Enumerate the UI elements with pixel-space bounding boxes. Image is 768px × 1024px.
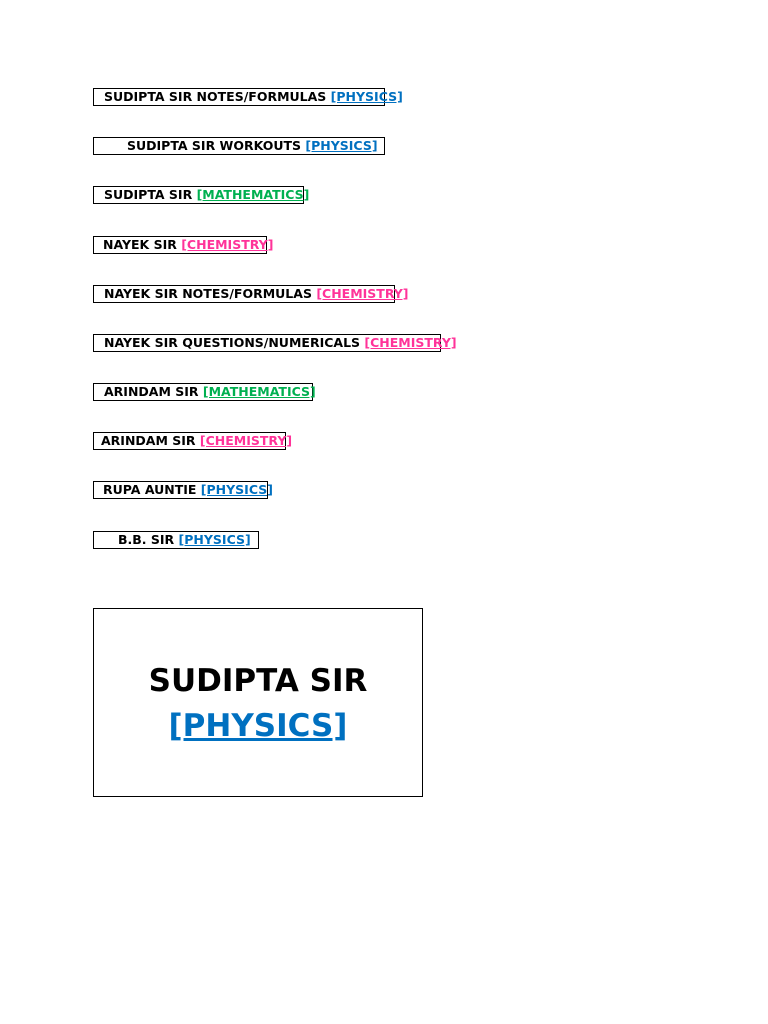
feature-physics-link[interactable]: [PHYSICS] [168, 708, 348, 744]
link-row-rupa-physics[interactable]: RUPA AUNTIE [PHYSICS] [93, 481, 273, 499]
row-name: ARINDAM SIR [101, 433, 196, 448]
link-row-nayek-chemistry[interactable]: NAYEK SIR [CHEMISTRY] [93, 236, 273, 254]
feature-box-sudipta-physics[interactable]: SUDIPTA SIR [PHYSICS] [93, 608, 423, 797]
row-name: NAYEK SIR [103, 237, 177, 252]
mathematics-tag-link[interactable]: [MATHEMATICS] [202, 384, 316, 399]
link-row-arindam-mathematics[interactable]: ARINDAM SIR [MATHEMATICS] [93, 383, 316, 401]
row-name: RUPA AUNTIE [103, 482, 197, 497]
row-name: NAYEK SIR NOTES/FORMULAS [104, 286, 312, 301]
physics-tag-link[interactable]: [PHYSICS] [178, 532, 251, 547]
chemistry-tag-link[interactable]: [CHEMISTRY] [199, 433, 293, 448]
physics-tag-link[interactable]: [PHYSICS] [200, 482, 273, 497]
chemistry-tag-link[interactable]: [CHEMISTRY] [316, 286, 409, 301]
row-name: NAYEK SIR QUESTIONS/NUMERICALS [104, 335, 361, 350]
chemistry-tag-link[interactable]: [CHEMISTRY] [181, 237, 274, 252]
physics-tag-link[interactable]: [PHYSICS] [305, 138, 378, 153]
row-name: B.B. SIR [118, 532, 175, 547]
row-name: SUDIPTA SIR [104, 187, 193, 202]
physics-tag-link[interactable]: [PHYSICS] [330, 89, 403, 104]
link-row-bb-physics[interactable]: B.B. SIR [PHYSICS] [93, 531, 259, 549]
feature-title: SUDIPTA SIR [148, 663, 368, 699]
link-row-nayek-questions-chemistry[interactable]: NAYEK SIR QUESTIONS/NUMERICALS [CHEMISTR… [93, 334, 457, 352]
row-name: SUDIPTA SIR WORKOUTS [127, 138, 302, 153]
row-name: ARINDAM SIR [104, 384, 199, 399]
mathematics-tag-link[interactable]: [MATHEMATICS] [196, 187, 310, 202]
chemistry-tag-link[interactable]: [CHEMISTRY] [364, 335, 457, 350]
link-row-nayek-notes-chemistry[interactable]: NAYEK SIR NOTES/FORMULAS [CHEMISTRY] [93, 285, 409, 303]
link-row-sudipta-mathematics[interactable]: SUDIPTA SIR [MATHEMATICS] [93, 186, 309, 204]
link-row-sudipta-notes-physics[interactable]: SUDIPTA SIR NOTES/FORMULAS [PHYSICS] [93, 88, 403, 106]
link-row-arindam-chemistry[interactable]: ARINDAM SIR [CHEMISTRY] [93, 432, 292, 450]
row-name: SUDIPTA SIR NOTES/FORMULAS [104, 89, 327, 104]
link-row-sudipta-workouts-physics[interactable]: SUDIPTA SIR WORKOUTS [PHYSICS] [93, 137, 385, 155]
